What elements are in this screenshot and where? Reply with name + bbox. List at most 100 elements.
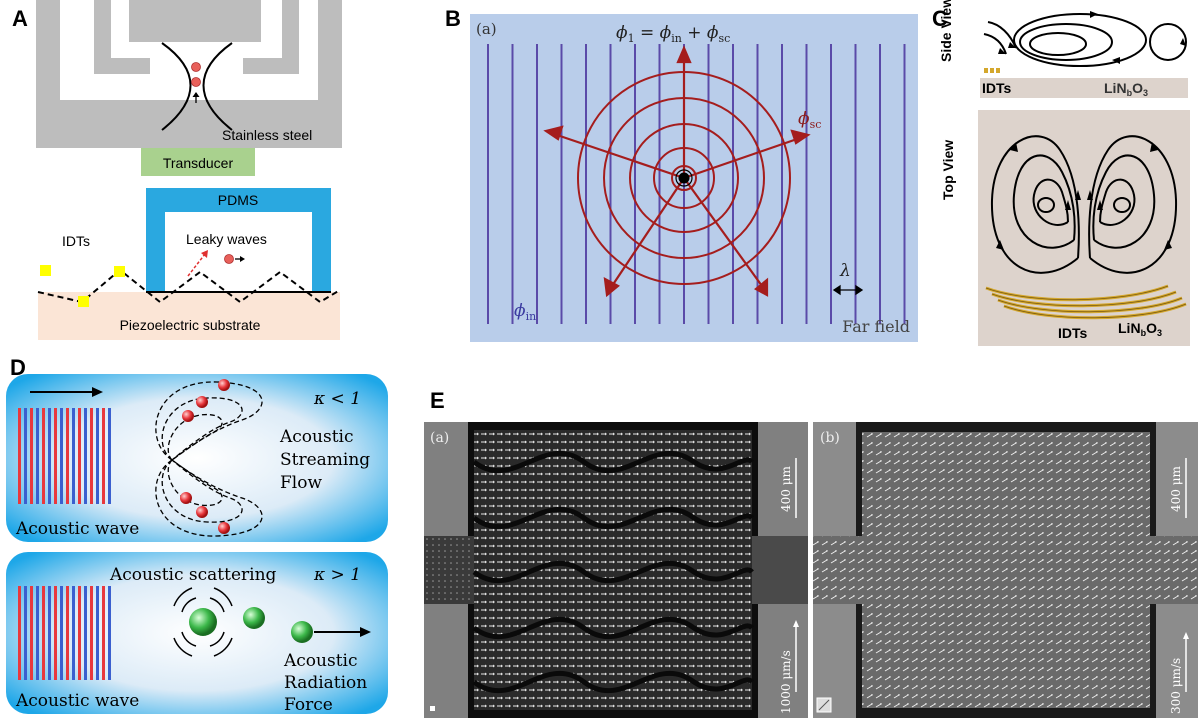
wave-stripe (36, 586, 39, 680)
phi-sc-label: ϕsc (798, 109, 821, 131)
incident-wave-lines (487, 44, 906, 324)
e-a-length-scale: 400 μm (779, 465, 793, 512)
wave-stripe (48, 408, 51, 504)
panel-letter-b: B (445, 6, 461, 31)
side-idts-label: IDTs (982, 80, 1012, 96)
d-wave-stripes-bottom (18, 586, 111, 680)
wave-stripe (48, 586, 51, 680)
idt-electrode-1 (40, 265, 51, 276)
scattering-particle-2 (243, 607, 265, 629)
side-view-label: Side View (938, 0, 954, 62)
radiation-label-3: Force (284, 695, 333, 715)
wave-stripe (18, 408, 21, 504)
e-a-velocity-scale: 1000 μm/s (779, 650, 793, 714)
e-b-length-scale: 400 μm (1169, 465, 1183, 512)
wave-stripe (54, 586, 57, 680)
wave-stripe (96, 408, 99, 504)
e-b-inlet (813, 536, 863, 604)
streaming-particles (180, 379, 230, 534)
wave-stripe (42, 586, 45, 680)
side-linbo-label: LiNbO3 (1104, 80, 1148, 98)
far-field-label: Far field (842, 317, 910, 336)
wave-stripe (84, 586, 87, 680)
transducer-label: Transducer (163, 155, 234, 171)
hourglass-left (161, 42, 192, 131)
wave-stripe (72, 586, 75, 680)
panel-letter-c: C (932, 6, 948, 31)
wave-stripe (66, 586, 69, 680)
streaming-label-2: Streaming (280, 450, 370, 470)
radiation-particle (291, 621, 313, 643)
substrate-label: Piezoelectric substrate (120, 317, 261, 333)
wave-stripe (78, 408, 81, 504)
wave-stripe (90, 408, 93, 504)
panel-c-figure: IDTs LiNbO3 (978, 11, 1190, 346)
leaky-particle (224, 254, 234, 264)
scatterer (678, 172, 690, 184)
e-a-chamber (474, 430, 752, 710)
top-arrows (996, 142, 1172, 250)
d-propagation-arrow (30, 387, 103, 397)
e-b-sub-label: (b) (820, 430, 840, 446)
trapped-particle-1 (191, 62, 201, 72)
d-top-box (6, 374, 388, 542)
wave-stripe (24, 586, 27, 680)
e-b-outlet (1150, 536, 1198, 604)
scattering-arcs (173, 587, 233, 657)
wave-stripe (102, 586, 105, 680)
streaming-flow-loops (155, 381, 263, 537)
kappa-greater-label: κ > 1 (313, 565, 361, 585)
scatterer-outer (675, 169, 693, 187)
scattering-particle-1 (189, 608, 217, 636)
radiation-label-2: Radiation (284, 673, 367, 693)
panel-d-figure: κ < 1 Acoustic Streaming Flow Acoustic w… (6, 374, 388, 715)
wave-stripe (66, 408, 69, 504)
pdms-channel (146, 188, 331, 292)
panel-a-figure: Stainless steel Transducer Piezoelectric… (36, 0, 342, 340)
scattering-label: Acoustic scattering (109, 565, 277, 585)
transducer-block (141, 148, 255, 176)
phi-in-label: ϕin (514, 301, 536, 323)
wave-stripe (30, 586, 33, 680)
kappa-less-label: κ < 1 (313, 389, 361, 409)
panel-b-background (470, 14, 918, 342)
top-idts-label: IDTs (1058, 325, 1088, 341)
scattering-arrows (543, 45, 811, 298)
stainless-steel-label: Stainless steel (222, 127, 312, 143)
wave-stripe (30, 408, 33, 504)
steel-top-block (129, 0, 261, 42)
e-a-nodal-lines (472, 450, 754, 694)
acoustic-wave-label-2: Acoustic wave (15, 691, 139, 711)
radiation-label-1: Acoustic (283, 651, 358, 671)
sub-label-b-a: (a) (476, 20, 497, 38)
wave-stripe (102, 408, 105, 504)
streaming-label-3: Flow (280, 473, 322, 493)
wave-stripe (54, 408, 57, 504)
e-a-sub-label: (a) (430, 430, 449, 446)
phi1-equation: ϕ1 = ϕin + ϕsc (616, 23, 730, 45)
wave-stripe (42, 408, 45, 504)
lambda-label: λ (839, 261, 851, 281)
leaky-waves-label: Leaky waves (186, 231, 267, 247)
surface-acoustic-wave (37, 268, 341, 304)
e-a-inlet (424, 536, 474, 604)
idt-electrode-2 (78, 296, 89, 307)
wave-stripe (108, 408, 111, 504)
steel-outer-frame (36, 0, 342, 148)
hourglass-right (202, 42, 233, 131)
acoustic-wave-label-1: Acoustic wave (15, 519, 139, 539)
side-substrate (980, 78, 1188, 98)
side-arrows (998, 11, 1186, 64)
wave-stripe (90, 586, 93, 680)
side-streaming-loops (983, 13, 1187, 67)
panel-letter-a: A (12, 6, 28, 31)
steel-right-bracket (243, 0, 299, 74)
wave-stripe (108, 586, 111, 680)
wave-stripe (84, 408, 87, 504)
wave-stripe (60, 586, 63, 680)
idts-label-a: IDTs (62, 233, 90, 249)
panel-b-figure: (a) ϕ1 = ϕin + ϕsc ϕsc ϕin λ Far field (470, 14, 918, 342)
trapped-particle-2 (191, 77, 201, 87)
e-b-chamber (862, 432, 1150, 708)
wave-stripe (78, 586, 81, 680)
